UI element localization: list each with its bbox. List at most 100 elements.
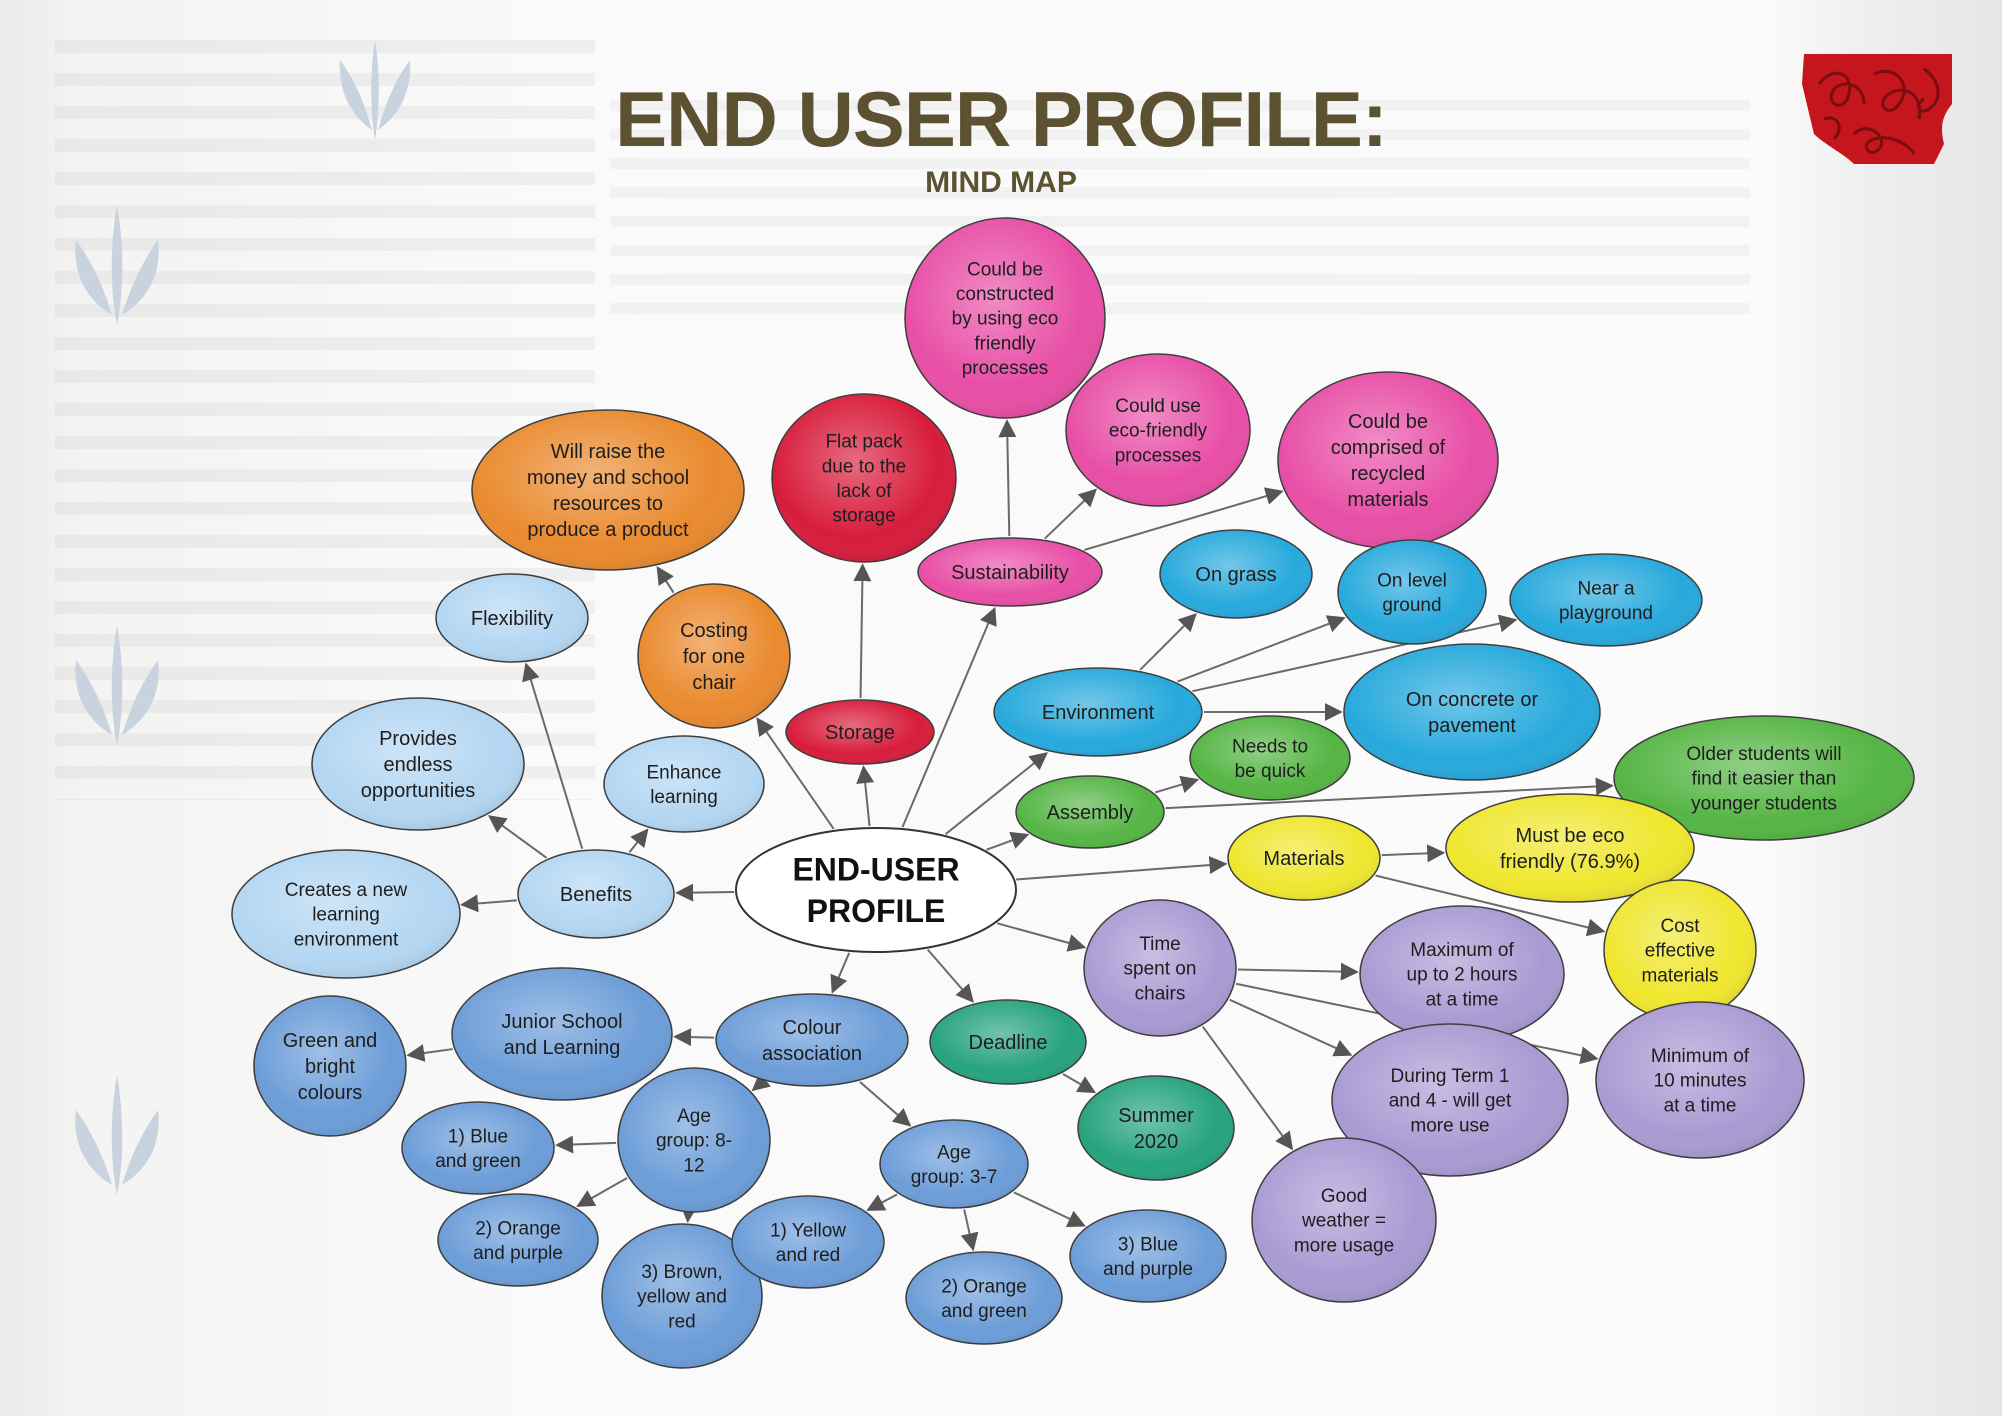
node-label: Assembly: [1047, 802, 1134, 824]
leaf-decoration-icon: [339, 40, 411, 140]
connector-arrow: [830, 952, 851, 994]
mind-map-node-benefits: Benefits: [517, 849, 675, 939]
node-shading: [1278, 372, 1498, 548]
connector-arrow: [996, 922, 1087, 952]
node-shading: [1066, 354, 1250, 506]
node-shading: [1596, 1002, 1804, 1158]
connector-arrow: [1084, 487, 1284, 551]
connector-arrow: [986, 831, 1030, 851]
node-label: Materials: [1263, 848, 1344, 870]
leaf-decoration-icon: [75, 625, 159, 745]
mind-map-node-environment: Environment: [993, 667, 1203, 757]
mind-map-node-assembly: Assembly: [1015, 775, 1165, 849]
connector-arrow: [927, 948, 974, 1003]
node-shading: [732, 1196, 884, 1288]
node-shading: [880, 1120, 1028, 1208]
node-shading: [436, 574, 588, 662]
connector-arrow: [856, 765, 875, 827]
faded-background-text: [55, 40, 595, 800]
node-shading: [438, 1194, 598, 1286]
connector-arrow: [751, 1072, 772, 1092]
connector-arrow: [1165, 777, 1614, 810]
connector-arrow: [1192, 614, 1518, 693]
node-shading: [1016, 776, 1164, 848]
node-shading: [638, 584, 790, 728]
node-shading: [918, 538, 1102, 606]
connector-arrow: [487, 815, 548, 859]
node-shading: [1190, 716, 1350, 800]
node-shading: [232, 850, 460, 978]
node-shading: [1446, 794, 1694, 902]
node-shading: [1070, 1210, 1226, 1302]
leaf-decoration-icon: [75, 1075, 159, 1195]
connector-arrow: [1375, 874, 1606, 937]
node-shading: [1344, 644, 1600, 780]
connector-arrow: [960, 1209, 979, 1252]
connector-arrow: [1139, 613, 1197, 671]
node-label: Flexibility: [471, 608, 553, 630]
connector-arrow: [406, 1044, 453, 1062]
connector-arrow: [944, 752, 1048, 835]
mind-map-node-sustainability: Sustainability: [917, 537, 1103, 607]
node-label: Storage: [825, 722, 895, 744]
connector-arrow: [998, 419, 1017, 537]
connector-arrow: [1154, 775, 1200, 794]
connector-arrow: [1044, 488, 1098, 540]
node-shading: [518, 850, 674, 938]
connector-arrow: [1381, 844, 1446, 863]
red-scribble-stamp-icon: [1802, 54, 1952, 164]
connector-arrow: [901, 606, 997, 828]
connector-arrow: [1177, 615, 1346, 683]
node-shading: [472, 410, 744, 570]
node-shading: [602, 1224, 762, 1368]
connector-arrow: [680, 1204, 698, 1223]
node-label: Sustainability: [951, 562, 1069, 584]
connector-arrow: [675, 883, 735, 902]
node-shading: [1614, 716, 1914, 840]
node-shading: [772, 394, 956, 562]
node-shading: [618, 1068, 770, 1212]
connector-arrow: [1013, 1191, 1086, 1227]
